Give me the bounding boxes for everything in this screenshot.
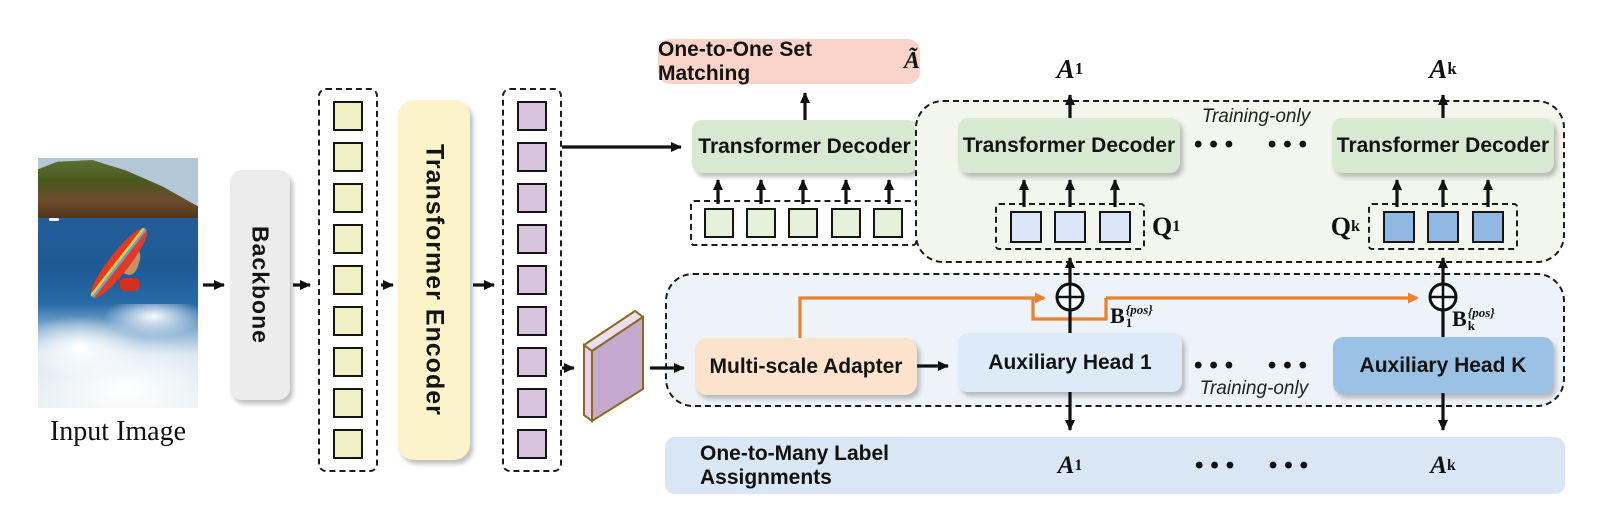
auxiliary-head-k-box: Auxiliary Head K (1333, 337, 1553, 394)
offset-b1-label: B {pos}1 (1110, 302, 1153, 330)
query-token-qk (1471, 210, 1504, 243)
query-token-q1 (1054, 210, 1086, 243)
encoded-token (517, 265, 547, 295)
one-to-many-label: One-to-Many Label Assignments (700, 441, 890, 489)
boat-speck (49, 218, 60, 221)
multi-scale-adapter-box: Multi-scale Adapter (695, 338, 917, 395)
feature-token (333, 306, 363, 336)
encoded-token (517, 183, 547, 213)
query-token (746, 208, 777, 238)
query-token (872, 208, 903, 238)
aux-decoder-k-box: Transformer Decoder (1332, 118, 1554, 173)
feature-token (333, 388, 363, 418)
query-token (788, 208, 819, 238)
backbone-block: Backbone (230, 170, 290, 400)
encoded-token (517, 306, 547, 336)
feature-token (333, 265, 363, 295)
encoded-token (517, 347, 547, 377)
feature-token (333, 347, 363, 377)
query-token-qk (1382, 210, 1415, 243)
feature-token (333, 101, 363, 131)
training-only-label-bottom: Training-only (1199, 378, 1309, 399)
feature-token (333, 224, 363, 254)
main-transformer-decoder-box: Transformer Decoder (692, 120, 917, 173)
ellipsis-top: ••• ••• (1193, 131, 1315, 158)
query-token (704, 208, 735, 238)
encoded-token (517, 388, 547, 418)
surfer-shorts (119, 278, 139, 291)
input-image-photo (38, 158, 198, 408)
aux-decoder-1-box: Transformer Decoder (958, 118, 1180, 173)
main-decoder-query-box (690, 200, 917, 246)
wave-foam-region (38, 304, 198, 408)
encoded-token (517, 429, 547, 459)
feature-token (333, 142, 363, 172)
one-to-one-matching-label: One-to-One Set Matching (658, 37, 813, 85)
ellipsis-bottom: ••• ••• (1193, 352, 1315, 379)
encoded-token (517, 224, 547, 254)
matching-symbol: Ã (903, 48, 920, 74)
input-image-caption: Input Image (49, 416, 187, 447)
multiscale-feature-slab (582, 309, 645, 423)
one-to-one-matching-box: One-to-One Set Matching Ã (658, 37, 920, 85)
query-qk-box (1368, 203, 1518, 250)
feature-token (333, 429, 363, 459)
transformer-encoder-block: Transformer Encoder (398, 100, 470, 460)
encoded-feature-tokens (502, 88, 562, 472)
query-token-qk (1427, 210, 1459, 243)
auxiliary-head-1-box: Auxiliary Head 1 (958, 333, 1182, 392)
feature-token (333, 183, 363, 213)
query-token-q1 (1098, 210, 1131, 243)
encoded-token (517, 101, 547, 131)
encoded-token (517, 142, 547, 172)
bar-ellipsis: ••• ••• (1194, 451, 1316, 479)
query-q1-box (995, 203, 1145, 250)
query-token-q1 (1009, 210, 1042, 243)
offset-bk-label: B {pos}k (1452, 305, 1495, 333)
backbone-feature-tokens (318, 88, 378, 472)
query-token (830, 208, 861, 238)
training-only-label-top: Training-only (1201, 106, 1311, 127)
headland-region (38, 160, 198, 218)
